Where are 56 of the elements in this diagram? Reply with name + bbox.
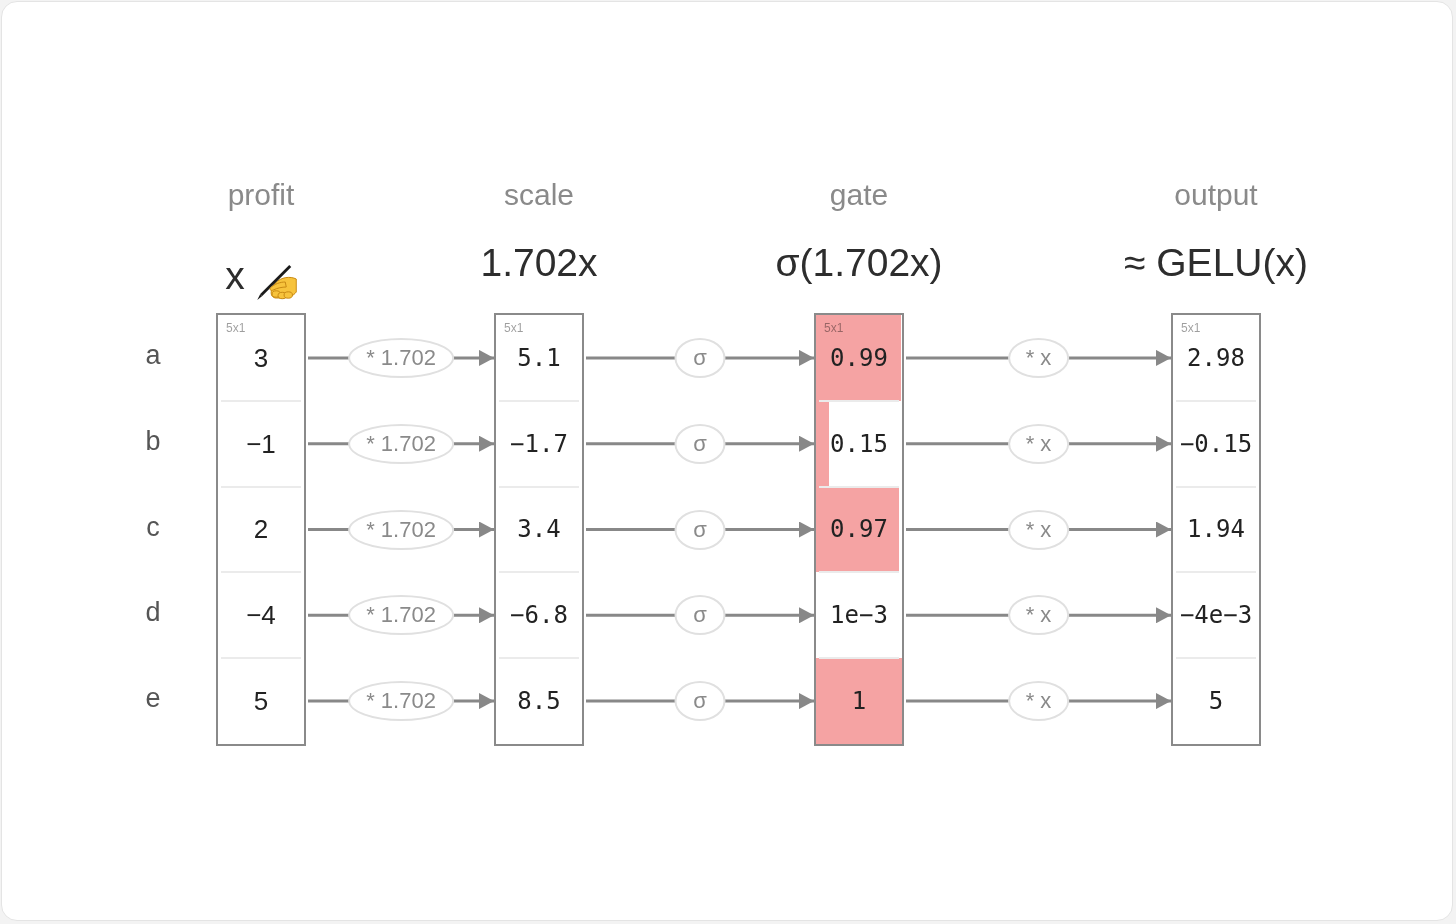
matrix-cell xyxy=(816,315,902,401)
cell-value: −1 xyxy=(246,430,276,457)
matrix-cell xyxy=(816,658,902,744)
column-heading: profit xyxy=(227,180,295,210)
cell-value: 3.4 xyxy=(517,517,561,542)
arrow xyxy=(584,435,816,452)
cell-value: 1.94 xyxy=(1187,517,1245,542)
arrow xyxy=(584,521,816,538)
cell-value: −1.7 xyxy=(510,431,568,456)
arrow xyxy=(306,435,496,452)
row-label: b xyxy=(145,427,161,455)
dimension-tag: 5x1 xyxy=(226,322,246,334)
cell-value: 5 xyxy=(253,688,269,715)
arrow xyxy=(306,521,496,538)
dimension-tag: 5x1 xyxy=(504,322,524,334)
arrow xyxy=(904,607,1173,624)
arrow xyxy=(584,607,816,624)
cell-value: 1e−3 xyxy=(830,603,888,628)
cell-value: 2.98 xyxy=(1187,345,1245,370)
arrow xyxy=(904,521,1173,538)
cell-value: 5.1 xyxy=(517,345,561,370)
dimension-tag: 5x1 xyxy=(1181,322,1201,334)
arrow xyxy=(306,349,496,366)
formula-text: σ(1.702x) xyxy=(775,243,943,282)
arrow xyxy=(904,693,1173,710)
row-label: c xyxy=(146,513,160,540)
dimension-tag: 5x1 xyxy=(824,322,844,334)
matrix-cell xyxy=(816,400,902,487)
formula-text: ≈ GELU(x) xyxy=(1124,243,1308,282)
formula-text: 1.702x xyxy=(480,243,598,282)
row-label: e xyxy=(145,684,161,712)
cell-value: 3 xyxy=(253,344,269,371)
row-label: d xyxy=(145,598,161,626)
row-label: a xyxy=(145,341,161,369)
cell-value: −4e−3 xyxy=(1179,603,1253,628)
cell-value: 1 xyxy=(851,689,867,714)
formula-text: x xyxy=(225,256,245,295)
column-heading: gate xyxy=(829,180,889,210)
column-heading: scale xyxy=(504,180,574,210)
arrow xyxy=(584,349,816,366)
cell-value: −4 xyxy=(246,602,276,629)
arrow xyxy=(904,349,1173,366)
cell-value: −6.8 xyxy=(510,603,568,628)
cell-value: −0.15 xyxy=(1179,431,1253,456)
arrow xyxy=(306,693,496,710)
cell-value: 2 xyxy=(253,516,269,543)
matrix-cell xyxy=(816,486,902,573)
cell-value: 0.97 xyxy=(830,517,888,542)
arrow xyxy=(904,435,1173,452)
arrow xyxy=(306,607,496,624)
cell-value: 0.15 xyxy=(830,431,888,456)
cell-value: 5 xyxy=(1208,689,1224,714)
cell-value: 8.5 xyxy=(517,689,561,714)
arrow xyxy=(584,693,816,710)
column-heading: output xyxy=(1174,180,1258,210)
cell-value: 0.99 xyxy=(830,345,888,370)
